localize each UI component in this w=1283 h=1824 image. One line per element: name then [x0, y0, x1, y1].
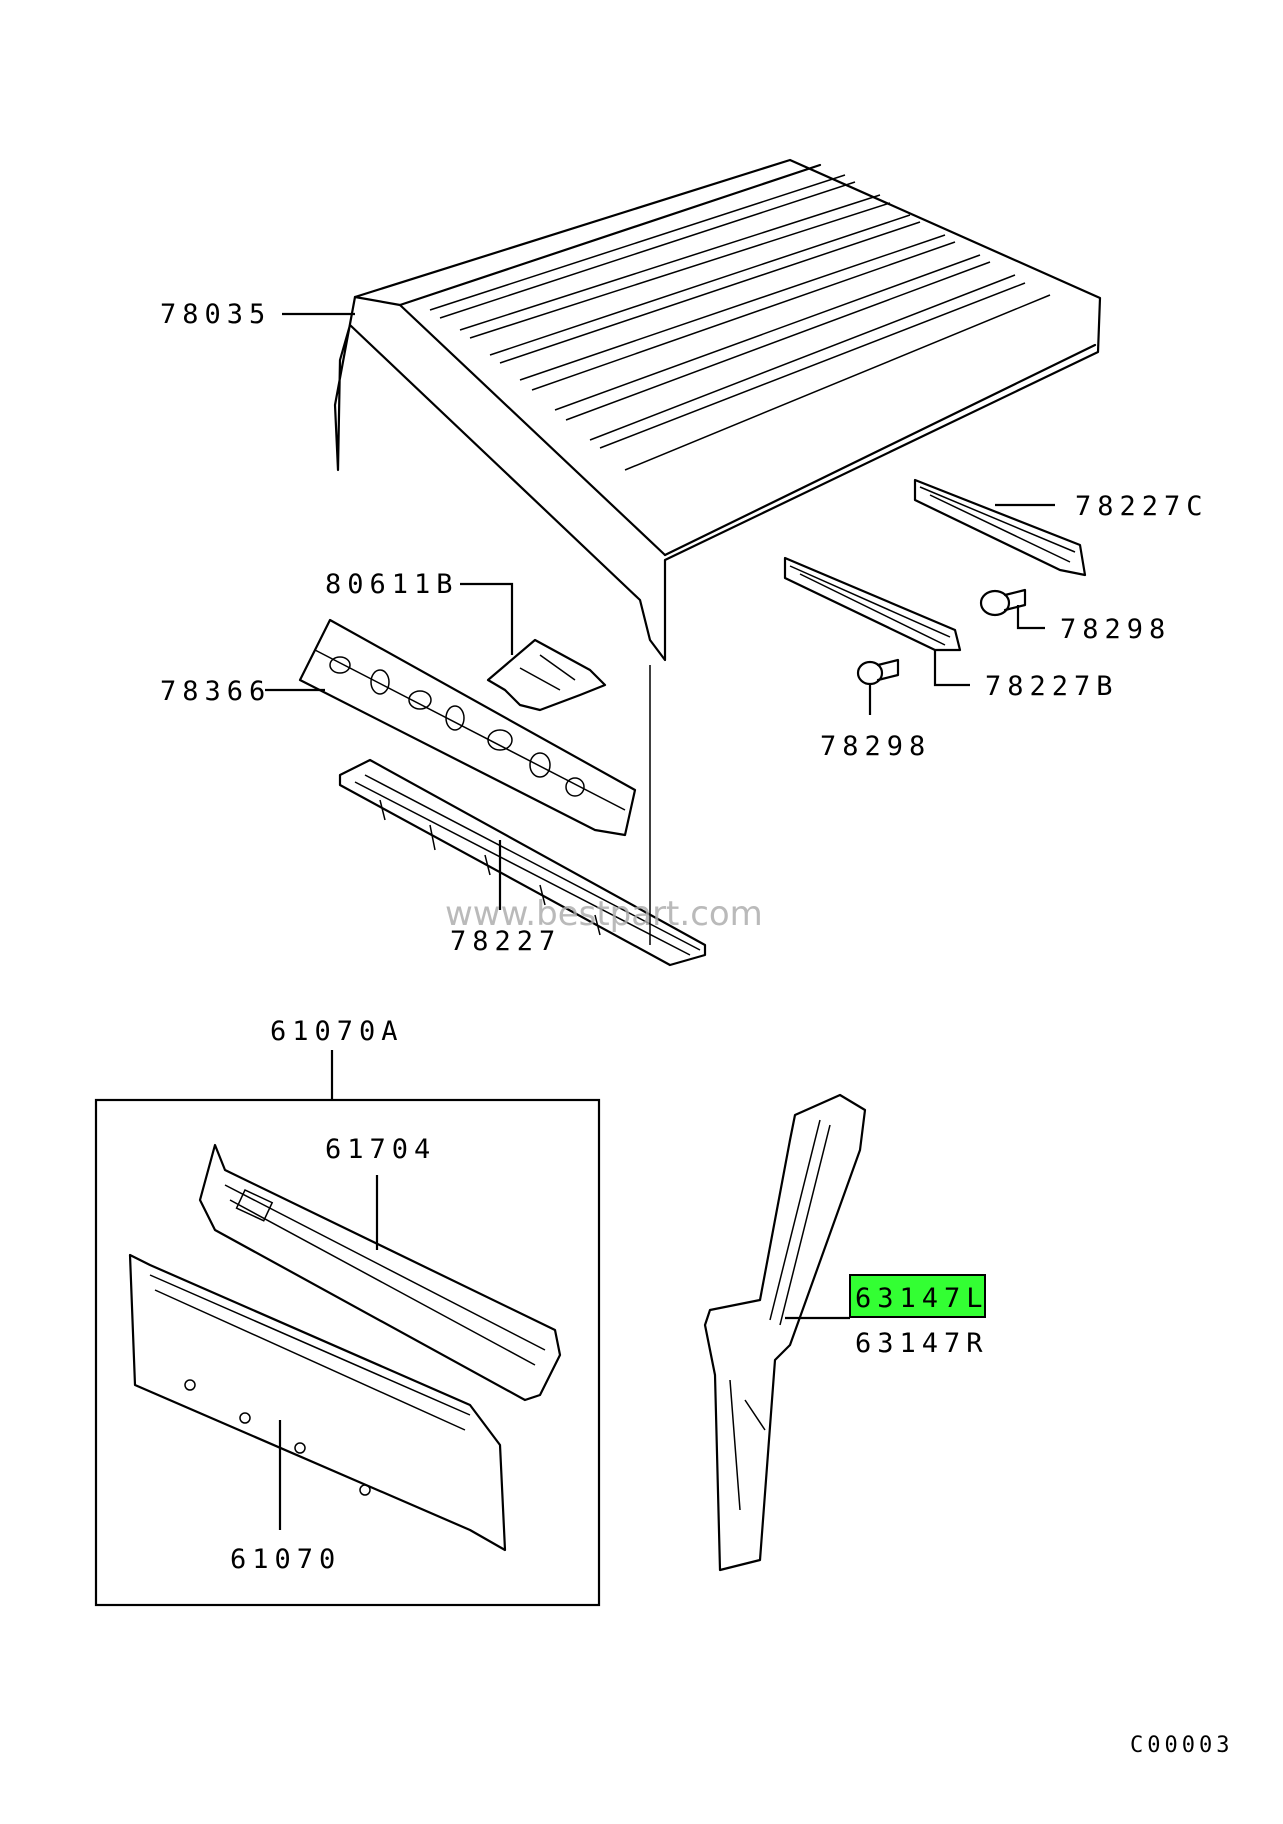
cowl-panel-drawing — [198, 1143, 562, 1402]
highlight-box[interactable] — [849, 1274, 986, 1318]
bracket-drawing — [486, 638, 607, 712]
lead-78298-right — [1016, 605, 1045, 630]
label-80611b: 80611B — [325, 569, 459, 600]
diagram-code: C00003 — [1130, 1733, 1233, 1758]
label-78227: 78227 — [450, 926, 561, 957]
label-78227b: 78227B — [985, 671, 1119, 702]
label-61704: 61704 — [325, 1134, 436, 1165]
dash-panel-drawing — [128, 1253, 507, 1552]
roof-bow-b-drawing — [783, 556, 962, 652]
roof-panel-drawing — [333, 158, 1102, 662]
label-63147r: 63147R — [855, 1328, 989, 1359]
label-78227c: 78227C — [1075, 491, 1209, 522]
pillar-drawing — [703, 1093, 867, 1572]
label-61070: 61070 — [230, 1544, 341, 1575]
label-78298-right: 78298 — [1060, 614, 1171, 645]
group-box — [94, 1098, 601, 1607]
front-bow-drawing — [338, 758, 707, 967]
label-63147l[interactable]: 63147L — [855, 1283, 989, 1314]
label-78366: 78366 — [160, 676, 271, 707]
bolt-left-drawing — [856, 658, 900, 686]
lead-78227b — [933, 650, 970, 687]
label-78035: 78035 — [160, 299, 271, 330]
label-61070a: 61070A — [270, 1016, 404, 1047]
front-header-drawing — [298, 618, 637, 837]
roof-bow-c-drawing — [913, 478, 1087, 577]
bolt-right-drawing — [979, 588, 1027, 617]
label-78298-left: 78298 — [820, 731, 931, 762]
lead-80611b — [460, 582, 514, 655]
watermark: www.bestpart.com — [445, 894, 763, 934]
